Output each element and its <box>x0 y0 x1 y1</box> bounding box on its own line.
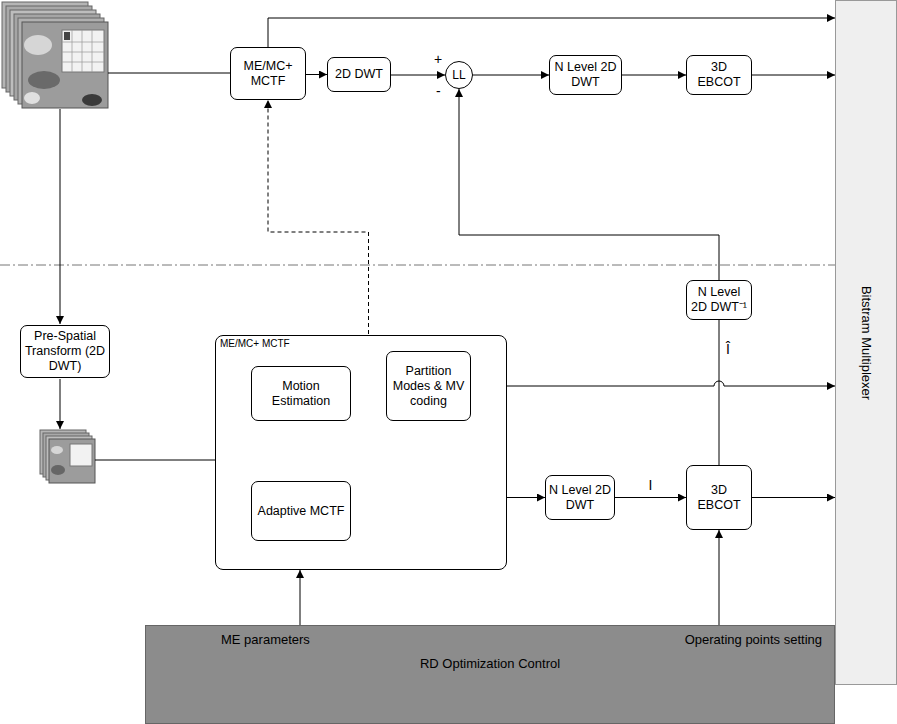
connector <box>471 381 835 386</box>
process-box: Motion Estimation <box>251 366 351 421</box>
subtraction-node: LL <box>445 61 473 89</box>
connector <box>391 75 445 76</box>
node-text: Operating points setting <box>685 632 822 647</box>
wire <box>95 460 232 461</box>
connector <box>752 497 835 498</box>
connector <box>268 18 835 47</box>
separator-line <box>0 265 835 266</box>
connector <box>752 75 835 76</box>
connector <box>719 530 720 625</box>
node-text: LL <box>452 68 465 82</box>
frame-detail <box>51 446 63 454</box>
node-text: 3D EBCOT <box>690 483 748 513</box>
signal-label: I <box>647 478 655 492</box>
connector <box>622 75 686 76</box>
node-text: Pre-Spatial Transform (2D DWT) <box>24 329 106 374</box>
node-text: 3D EBCOT <box>690 60 748 90</box>
node-text: N Level 2D DWT <box>549 483 611 513</box>
frame-detail <box>24 35 52 55</box>
process-box: 3D EBCOT <box>686 55 752 95</box>
node-text: ME/MC+ MCTF <box>234 59 302 89</box>
node-text: RD Optimization Control <box>420 656 560 671</box>
control-band: ME parameters Operating points setting RD … <box>145 625 835 724</box>
process-box: 2D DWT <box>327 57 391 92</box>
calendar <box>62 30 104 72</box>
process-box: Adaptive MCTF <box>251 481 351 541</box>
process-box: N Level 2D DWT⁻¹ <box>686 280 752 320</box>
frame <box>49 439 95 483</box>
wire-arrow <box>60 109 61 324</box>
calendar <box>70 444 92 466</box>
connector <box>719 320 720 465</box>
module-container: ME/MC+ MCTF Motion Estimation Partition Mo… <box>215 335 507 570</box>
wire <box>108 73 230 74</box>
wire-arrow <box>60 379 61 429</box>
process-box: N Level 2D DWT <box>545 475 615 520</box>
frame-detail <box>28 71 60 89</box>
process-box: ME/MC+ MCTF <box>230 47 306 100</box>
node-text: Adaptive MCTF <box>258 504 345 519</box>
calendar-grid <box>62 30 104 72</box>
connector <box>459 89 719 280</box>
connector <box>473 75 549 76</box>
calendar-detail <box>64 32 70 40</box>
sign-label: + <box>432 52 444 66</box>
frame <box>22 22 108 108</box>
node-text: N Level 2D DWT <box>553 60 618 90</box>
frame-detail <box>82 94 102 106</box>
small-video-frames <box>40 430 95 483</box>
process-box: Pre-Spatial Transform (2D DWT) <box>20 325 110 378</box>
connector <box>306 74 327 75</box>
process-box: N Level 2D DWT <box>549 55 622 95</box>
process-box: 3D EBCOT <box>686 465 752 530</box>
node-text: Motion Estimation <box>255 379 347 409</box>
frame-detail <box>24 92 40 104</box>
signal-label: Î <box>724 342 732 356</box>
process-box: Partition Modes & MV coding <box>386 351 471 421</box>
sign-label: - <box>434 84 443 98</box>
node-text: 2D DWT <box>335 67 383 82</box>
node-text: ME/MC+ MCTF <box>220 338 290 349</box>
video-frames <box>2 2 108 108</box>
connector <box>300 570 301 625</box>
frame-detail <box>51 465 65 475</box>
node-text: N Level 2D DWT⁻¹ <box>690 285 748 315</box>
connector <box>615 497 686 498</box>
node-text: Partition Modes & MV coding <box>390 364 467 409</box>
node-text: ME parameters <box>221 632 310 647</box>
node-text: Bitstram Multiplexer <box>859 285 874 399</box>
multiplexer-bar: Bitstram Multiplexer <box>835 0 897 685</box>
